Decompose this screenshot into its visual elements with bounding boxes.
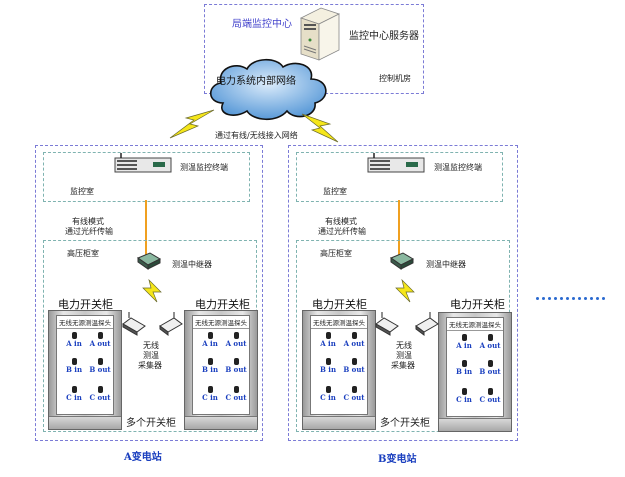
sensor-a-in: A in: [456, 334, 472, 350]
sensor-a-out: A out: [90, 332, 110, 348]
sensor-b-in: B in: [66, 358, 82, 374]
station-a-cabinet-1-title: 电力开关柜: [58, 298, 113, 311]
network-label: 电力系统内部网络: [216, 76, 296, 87]
station-a-relay-icon: [136, 252, 162, 270]
control-room-label: 控制机房: [379, 74, 411, 83]
probe-header: 无线无源测温探头: [311, 319, 367, 329]
station-b-fiber-line: [398, 200, 400, 256]
server-label: 监控中心服务器: [349, 31, 419, 42]
station-b-cabinet-2-title: 电力开关柜: [450, 298, 505, 311]
station-a-cabinet-2-title: 电力开关柜: [195, 298, 250, 311]
station-a-collector-label-2: 测温: [143, 351, 159, 360]
station-a-relay-label: 测温中继器: [172, 260, 212, 269]
station-b-cabinet-1: 无线无源测温探头 A in A out B in B out C in C ou…: [302, 310, 376, 430]
sensor-c-out: C out: [226, 386, 247, 402]
wireless-link-right-icon: [301, 113, 339, 143]
sensor-c-in: C in: [66, 386, 82, 402]
station-a-name: A变电站: [124, 452, 162, 463]
sensor-b-in: B in: [456, 360, 472, 376]
station-a-collector-label-1: 无线: [143, 341, 159, 350]
station-b-terminal-label: 测温监控终端: [434, 163, 482, 172]
sensor-b-out: B out: [343, 358, 365, 374]
station-b-collector-label-2: 测温: [396, 351, 412, 360]
station-a-cabinet-1: 无线无源测温探头 A in A out B in B out C in C ou…: [48, 310, 122, 430]
station-a-collector-1-icon: [122, 312, 146, 336]
sensor-c-in: C in: [320, 386, 336, 402]
station-a-multi-cabinet-label: 多个开关柜: [126, 418, 176, 429]
station-b-transmission-medium: 通过光纤传输: [318, 227, 366, 236]
station-a-collector-label-3: 采集器: [138, 361, 162, 370]
station-b-collector-label-1: 无线: [396, 341, 412, 350]
sensor-b-out: B out: [479, 360, 501, 376]
access-network-label: 通过有线/无线接入网络: [215, 131, 298, 140]
sensor-c-out: C out: [480, 388, 501, 404]
sensor-a-out: A out: [344, 332, 364, 348]
station-b-collector-1-icon: [375, 312, 399, 336]
probe-header: 无线无源测温探头: [57, 319, 113, 329]
station-b-terminal-icon: [367, 153, 425, 173]
station-a-transmission-medium: 通过光纤传输: [65, 227, 113, 236]
station-b-monitor-room-label: 监控室: [323, 187, 347, 196]
sensor-c-out: C out: [90, 386, 111, 402]
station-b-cabinet-1-title: 电力开关柜: [312, 298, 367, 311]
station-b-hv-room-label: 高压柜室: [320, 249, 352, 258]
sensor-a-in: A in: [202, 332, 218, 348]
station-b-cabinet-2: 无线无源测温探头 A in A out B in B out C in C ou…: [438, 312, 512, 432]
sensor-c-in: C in: [202, 386, 218, 402]
station-a-relay-wireless-icon: [142, 278, 162, 303]
station-b-relay-icon: [389, 252, 415, 270]
sensor-a-in: A in: [66, 332, 82, 348]
sensor-c-in: C in: [456, 388, 472, 404]
control-center-title: 局端监控中心: [232, 19, 292, 30]
sensor-a-out: A out: [480, 334, 500, 350]
server-icon: [299, 7, 341, 61]
station-b-multi-cabinet-label: 多个开关柜: [380, 418, 430, 429]
station-a-hv-room-label: 高压柜室: [67, 249, 99, 258]
station-a-monitor-room-label: 监控室: [70, 187, 94, 196]
wireless-link-left-icon: [169, 109, 215, 139]
station-a-fiber-line: [145, 200, 147, 256]
sensor-a-in: A in: [320, 332, 336, 348]
probe-header: 无线无源测温探头: [447, 321, 503, 331]
station-b-collector-label-3: 采集器: [391, 361, 415, 370]
station-a-collector-2-icon: [159, 312, 183, 336]
station-b-transmission-mode: 有线模式: [325, 217, 357, 226]
station-a-terminal-icon: [114, 153, 172, 173]
probe-header: 无线无源测温探头: [193, 319, 249, 329]
more-stations-indicator: [536, 285, 608, 304]
sensor-b-in: B in: [320, 358, 336, 374]
station-a-terminal-label: 测温监控终端: [180, 163, 228, 172]
sensor-b-out: B out: [225, 358, 247, 374]
sensor-b-out: B out: [89, 358, 111, 374]
sensor-a-out: A out: [226, 332, 246, 348]
station-b-relay-label: 测温中继器: [426, 260, 466, 269]
network-cloud-icon: [209, 58, 327, 121]
station-a-cabinet-2: 无线无源测温探头 A in A out B in B out C in C ou…: [184, 310, 258, 430]
station-b-box: [288, 145, 518, 441]
station-b-collector-2-icon: [415, 312, 439, 336]
sensor-b-in: B in: [202, 358, 218, 374]
station-a-transmission-mode: 有线模式: [72, 217, 104, 226]
sensor-c-out: C out: [344, 386, 365, 402]
station-b-relay-wireless-icon: [395, 278, 415, 303]
station-b-name: B变电站: [378, 454, 417, 465]
station-a-box: [35, 145, 263, 441]
